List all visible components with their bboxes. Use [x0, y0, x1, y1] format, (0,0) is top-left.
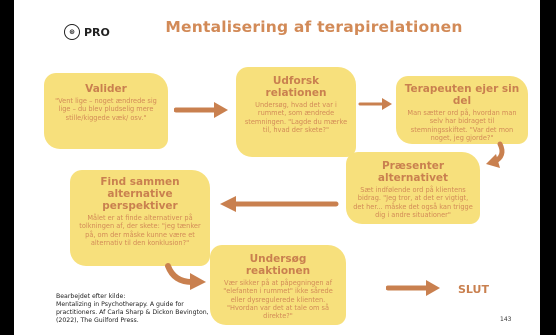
step-box-alternative-perspectives: Find sammen alternative perspektiver Mål…: [70, 170, 210, 266]
arrow-4-to-5-icon: [220, 196, 339, 212]
step-title: Undersøg reaktionen: [245, 253, 311, 278]
logo-text: PRO: [84, 25, 110, 39]
step-text: Sæt indfølende ord på klientens bidrag. …: [353, 186, 473, 219]
step-box-present-alternative: Præsenter alternativet Sæt indfølende or…: [346, 152, 480, 224]
step-text: Undersøg, hvad det var i rummet, som ænd…: [244, 101, 348, 134]
step-text: Målet er at finde alternativer på tolkni…: [79, 214, 201, 247]
step-box-therapist-owns: Terapeuten ejer sin del Man sætter ord p…: [396, 76, 528, 144]
arrow-3-to-4-icon: [486, 141, 505, 168]
arrow-5-to-6-icon: [165, 263, 206, 290]
step-text: "Vent lige – noget ændrede sig lige – du…: [55, 97, 157, 122]
step-text: Man sætter ord på, hvordan man selv har …: [407, 109, 517, 142]
slide-title: Mentalisering af terapirelationen: [165, 18, 463, 36]
step-box-examine-reaction: Undersøg reaktionen Vær sikker på at påp…: [210, 245, 346, 325]
end-label: SLUT: [458, 283, 489, 296]
step-title: Valider: [85, 83, 127, 95]
page-number: 143: [500, 316, 512, 323]
step-title: Find sammen alternative perspektiver: [100, 176, 180, 213]
slide: ⊛ PRO Mentalisering af terapirelationen …: [14, 0, 540, 335]
arrow-1-to-2-icon: [174, 102, 228, 118]
step-box-validate: Valider "Vent lige – noget ændrede sig l…: [44, 73, 168, 149]
source-citation: Bearbejdet efter kilde: Mentalizing in P…: [56, 293, 209, 325]
arrow-6-to-end-icon: [386, 280, 440, 296]
step-text: Vær sikker på at påpegningen af "elefant…: [223, 279, 333, 321]
step-title: Præsenter alternativet: [377, 160, 449, 185]
step-title: Udforsk relationen: [265, 75, 327, 100]
logo: ⊛ PRO: [64, 24, 110, 40]
logo-mark-icon: ⊛: [64, 24, 80, 40]
step-title: Terapeuten ejer sin del: [404, 83, 520, 108]
step-box-explore: Udforsk relationen Undersøg, hvad det va…: [236, 67, 356, 157]
arrow-2-to-3-icon: [358, 98, 392, 110]
